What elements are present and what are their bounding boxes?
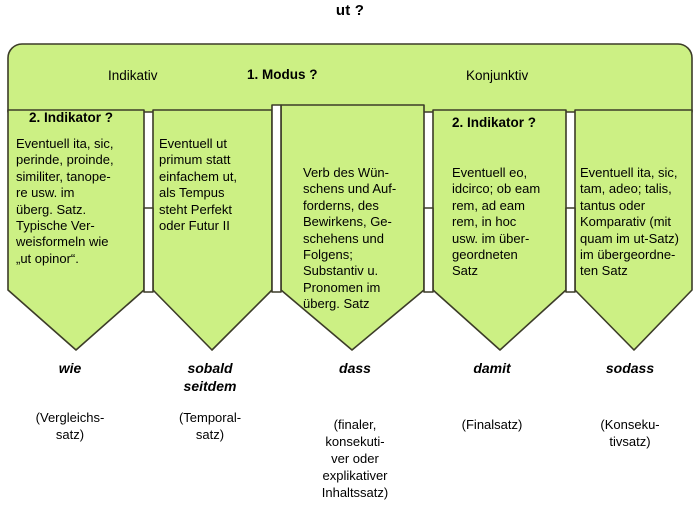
- conjunction-label-sodass: sodass: [605, 360, 655, 376]
- header-label-indikator-right: 2. Indikator ?: [452, 115, 537, 130]
- conjunction-label-dass: dass: [339, 360, 371, 376]
- conjunction-label-sobald: sobald seitdem: [183, 360, 237, 394]
- conjunction-label-wie: wie: [58, 360, 82, 376]
- clause-type-label-vergleichssatz: (Vergleichs- satz): [35, 410, 105, 442]
- gap-slot-2: [271, 104, 282, 293]
- gap-slot-1: [143, 207, 154, 293]
- page-title: ut ?: [335, 2, 365, 19]
- clause-type-label-inhaltssatz: (finaler, konsekuti- ver oder explikativ…: [321, 417, 389, 500]
- arrow-shape-wie: [7, 109, 145, 351]
- arrow-body-text-sodass: Eventuell ita, sic, tam, adeo; talis, ta…: [580, 165, 679, 279]
- arrow-body-text-damit: Eventuell eo, idcirco; ob eam rem, ad ea…: [452, 165, 541, 279]
- clause-type-label-finalsatz: (Finalsatz): [461, 417, 523, 432]
- header-label-modus-question: 1. Modus ?: [247, 67, 318, 82]
- arrow-body-text-wie: Eventuell ita, sic, perinde, proinde, si…: [16, 136, 114, 266]
- clause-type-label-temporalsatz: (Temporal- satz): [178, 410, 242, 442]
- header-label-indikativ: Indikativ: [108, 68, 158, 83]
- header-label-indikator-left: 2. Indikator ?: [29, 110, 114, 125]
- arrow-body-text-dass: Verb des Wün- schens und Auf- forderns, …: [303, 165, 397, 312]
- gap-slot-4: [565, 207, 576, 293]
- clause-type-label-konsekutivsatz: (Konseku- tivsatz): [600, 417, 660, 449]
- gap-slot-3: [423, 207, 434, 293]
- arrow-body-text-sobald: Eventuell ut primum statt einfachem ut, …: [159, 136, 238, 234]
- header-label-konjunktiv: Konjunktiv: [466, 68, 529, 83]
- conjunction-label-damit: damit: [473, 360, 511, 376]
